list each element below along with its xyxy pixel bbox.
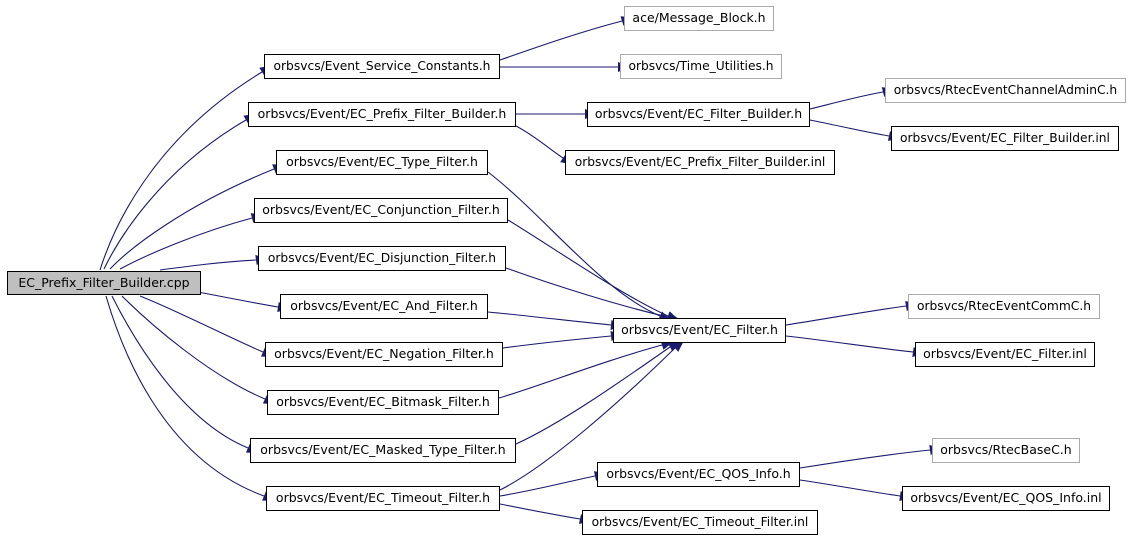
graph-edge <box>809 119 890 137</box>
graph-node-label: orbsvcs/Event/EC_And_Filter.h <box>290 298 478 314</box>
graph-edge <box>105 295 265 497</box>
graph-node-label: orbsvcs/Event/EC_Timeout_Filter.h <box>275 490 491 506</box>
graph-node[interactable]: orbsvcs/Event/EC_Disjunction_Filter.h <box>258 246 506 271</box>
graph-node-label: orbsvcs/Event/EC_Timeout_Filter.inl <box>591 515 809 530</box>
graph-edge <box>499 475 596 497</box>
graph-node[interactable]: orbsvcs/Event/EC_And_Filter.h <box>280 294 488 319</box>
graph-node[interactable]: orbsvcs/Event/EC_Filter_Builder.inl <box>891 126 1119 151</box>
graph-edge <box>809 91 884 110</box>
graph-node[interactable]: orbsvcs/Event/EC_Timeout_Filter.inl <box>582 510 818 535</box>
graph-edge <box>103 119 247 270</box>
graph-edge <box>99 71 263 271</box>
graph-node[interactable]: orbsvcs/Event/EC_Prefix_Filter_Builder.i… <box>565 150 835 175</box>
graph-edge <box>502 335 612 349</box>
graph-node[interactable]: orbsvcs/Event/EC_Bitmask_Filter.h <box>267 390 499 415</box>
graph-edge <box>109 168 275 270</box>
graph-node-label: orbsvcs/RtecEventChannelAdminC.h <box>893 83 1118 98</box>
graph-node[interactable]: orbsvcs/Event/EC_QOS_Info.inl <box>902 486 1110 511</box>
graph-node[interactable]: orbsvcs/Event/EC_Prefix_Filter_Builder.h <box>248 102 516 127</box>
graph-node-label: orbsvcs/Event/EC_QOS_Info.h <box>606 466 791 482</box>
graph-node-label: orbsvcs/Event/EC_Filter.inl <box>923 346 1087 362</box>
graph-edge <box>505 267 669 318</box>
graph-node[interactable]: orbsvcs/Event_Service_Constants.h <box>264 54 500 79</box>
graph-edge <box>139 295 264 353</box>
graph-edge <box>487 311 612 326</box>
graph-node-label: orbsvcs/Event/EC_Prefix_Filter_Builder.i… <box>574 155 826 170</box>
graph-node-label: orbsvcs/Event/EC_Bitmask_Filter.h <box>276 394 490 410</box>
graph-node-label: orbsvcs/Event/EC_Filter_Builder.h <box>594 106 803 122</box>
graph-edge <box>515 125 564 159</box>
graph-edge <box>499 347 676 491</box>
graph-node-label: orbsvcs/Event/EC_Type_Filter.h <box>286 154 478 170</box>
graph-edge <box>159 259 257 271</box>
graph-node-label: orbsvcs/RtecEventCommC.h <box>917 299 1091 314</box>
graph-edge <box>487 171 661 317</box>
graph-node[interactable]: orbsvcs/Event/EC_Timeout_Filter.h <box>266 486 500 511</box>
graph-node-label: orbsvcs/Event/EC_Masked_Type_Filter.h <box>260 442 506 458</box>
graph-edge <box>799 449 931 469</box>
graph-node-label: ace/Message_Block.h <box>632 10 766 26</box>
graph-edge <box>799 479 901 497</box>
graph-node[interactable]: orbsvcs/Event/EC_Negation_Filter.h <box>265 342 503 367</box>
graph-node[interactable]: orbsvcs/RtecEventCommC.h <box>908 294 1100 319</box>
graph-node-label: orbsvcs/Event/EC_QOS_Info.inl <box>910 490 1102 506</box>
graph-node-label: orbsvcs/Event_Service_Constants.h <box>273 59 491 74</box>
graph-edge <box>515 346 671 445</box>
graph-edge <box>121 295 266 400</box>
graph-node-label: orbsvcs/RtecBaseC.h <box>940 442 1072 458</box>
graph-edge <box>119 217 253 270</box>
graph-node-label: orbsvcs/Event/EC_Filter_Builder.inl <box>900 131 1110 146</box>
graph-node[interactable]: orbsvcs/Event/EC_Masked_Type_Filter.h <box>250 438 516 463</box>
graph-edge <box>507 219 669 317</box>
arrowhead-icon <box>671 340 685 352</box>
graph-node-label: orbsvcs/Event/EC_Filter.h <box>621 322 778 338</box>
graph-edge <box>785 305 907 326</box>
graph-edge <box>498 344 663 399</box>
graph-node[interactable]: orbsvcs/Event/EC_QOS_Info.h <box>597 462 800 487</box>
graph-node[interactable]: ace/Message_Block.h <box>624 6 774 31</box>
graph-node[interactable]: orbsvcs/RtecBaseC.h <box>932 438 1080 463</box>
graph-node-root[interactable]: EC_Prefix_Filter_Builder.cpp <box>7 271 201 295</box>
graph-node[interactable]: orbsvcs/Event/EC_Filter.h <box>613 318 786 343</box>
graph-node[interactable]: orbsvcs/Event/EC_Filter_Builder.h <box>587 102 810 127</box>
graph-node[interactable]: orbsvcs/Event/EC_Type_Filter.h <box>276 150 488 175</box>
graph-edge <box>785 335 914 353</box>
graph-node[interactable]: orbsvcs/RtecEventChannelAdminC.h <box>885 78 1126 103</box>
graph-node-label: orbsvcs/Event/EC_Prefix_Filter_Builder.h <box>257 106 507 122</box>
graph-edge <box>499 503 581 520</box>
graph-node-label: orbsvcs/Event/EC_Conjunction_Filter.h <box>262 202 500 218</box>
graph-edge <box>499 20 623 61</box>
graph-node-label: orbsvcs/Time_Utilities.h <box>628 59 774 74</box>
graph-node[interactable]: orbsvcs/Time_Utilities.h <box>620 54 782 79</box>
graph-node[interactable]: orbsvcs/Event/EC_Conjunction_Filter.h <box>254 198 508 223</box>
graph-node-label: orbsvcs/Event/EC_Negation_Filter.h <box>274 346 494 362</box>
graph-node[interactable]: orbsvcs/Event/EC_Filter.inl <box>915 342 1095 367</box>
graph-node-label: orbsvcs/Event/EC_Disjunction_Filter.h <box>267 251 497 266</box>
graph-node-label: EC_Prefix_Filter_Builder.cpp <box>18 274 190 290</box>
graph-edge <box>111 295 249 449</box>
